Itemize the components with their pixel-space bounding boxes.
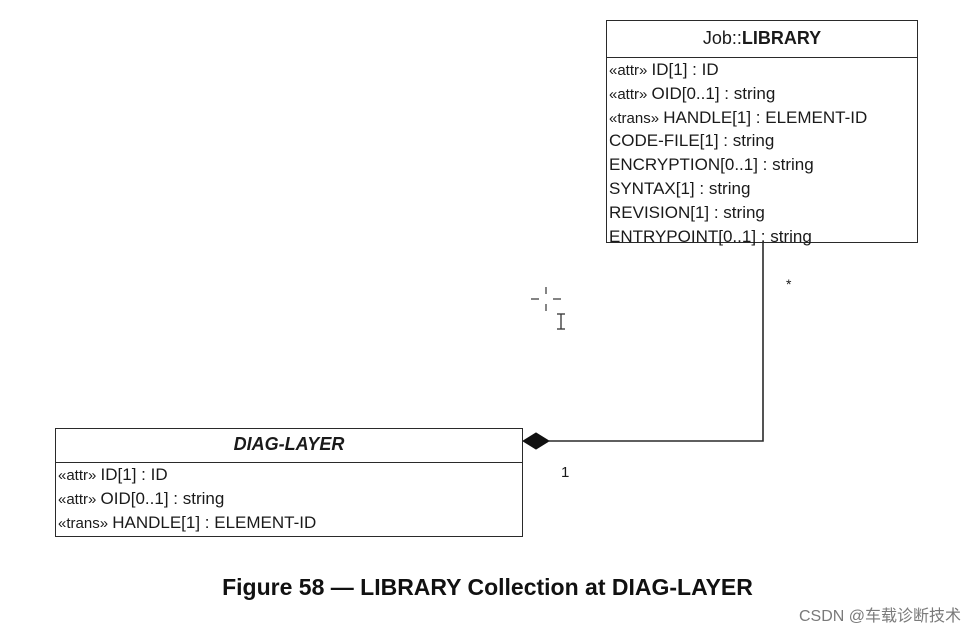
attribute-text: ID[1] : ID xyxy=(651,60,719,79)
attribute-text: ENTRYPOINT[0..1] : string xyxy=(609,226,812,246)
diaglayer-attribute: «attr» ID[1] : ID xyxy=(58,464,522,488)
library-class-header: Job::LIBRARY xyxy=(607,21,917,58)
library-attribute-list: «attr» ID[1] : ID «attr» OID[0..1] : str… xyxy=(607,58,917,249)
diaglayer-attribute: «attr» OID[0..1] : string xyxy=(58,488,522,512)
attribute-stereotype: «attr» xyxy=(58,467,101,484)
attribute-text: HANDLE[1] : ELEMENT-ID xyxy=(663,107,868,127)
diaglayer-attribute-list: «attr» ID[1] : ID «attr» OID[0..1] : str… xyxy=(56,463,522,535)
attribute-text: SYNTAX[1] : string xyxy=(609,178,751,198)
figure-caption: Figure 58 — LIBRARY Collection at DIAG-L… xyxy=(222,574,753,600)
diaglayer-class-name: DIAG-LAYER xyxy=(233,434,345,454)
library-namespace: Job:: xyxy=(702,28,742,48)
diaglayer-attribute: «trans» HANDLE[1] : ELEMENT-ID xyxy=(58,512,522,536)
attribute-text: OID[0..1] : string xyxy=(100,488,225,508)
composition-diamond xyxy=(522,432,550,450)
library-class-name: LIBRARY xyxy=(741,28,822,48)
attribute-text: REVISION[1] : string xyxy=(609,202,765,222)
library-attribute: ENTRYPOINT[0..1] : string xyxy=(609,226,917,250)
attribute-stereotype: «attr» xyxy=(609,85,652,103)
attribute-text: ENCRYPTION[0..1] : string xyxy=(609,155,814,175)
attribute-stereotype: «attr» xyxy=(609,62,652,79)
crosshair-cursor-icon xyxy=(531,287,561,311)
text-cursor-icon xyxy=(557,313,565,330)
attribute-text: OID[0..1] : string xyxy=(651,83,776,103)
watermark-text: CSDN @车载诊断技术 xyxy=(798,608,961,625)
library-multiplicity-label: * xyxy=(786,276,792,292)
attribute-text: ID[1] : ID xyxy=(100,465,168,484)
attribute-stereotype: «trans» xyxy=(58,514,113,532)
diaglayer-multiplicity-label: 1 xyxy=(561,464,570,481)
diaglayer-class-header: DIAG-LAYER xyxy=(56,429,522,463)
library-attribute: «attr» OID[0..1] : string xyxy=(609,83,917,107)
library-attribute: CODE-FILE[1] : string xyxy=(609,130,917,154)
library-class-box[interactable]: Job::LIBRARY «attr» ID[1] : ID «attr» OI… xyxy=(606,20,918,246)
library-attribute: «trans» HANDLE[1] : ELEMENT-ID xyxy=(609,107,917,131)
attribute-text: CODE-FILE[1] : string xyxy=(609,131,775,151)
library-attribute: «attr» ID[1] : ID xyxy=(609,59,917,83)
attribute-stereotype: «attr» xyxy=(58,490,101,508)
diaglayer-class-box[interactable]: DIAG-LAYER «attr» ID[1] : ID «attr» OID[… xyxy=(55,428,523,537)
library-attribute: ENCRYPTION[0..1] : string xyxy=(609,154,917,178)
association-line xyxy=(549,243,764,442)
library-attribute: REVISION[1] : string xyxy=(609,202,917,226)
attribute-stereotype: «trans» xyxy=(609,109,664,127)
attribute-text: HANDLE[1] : ELEMENT-ID xyxy=(112,512,317,532)
library-attribute: SYNTAX[1] : string xyxy=(609,178,917,202)
